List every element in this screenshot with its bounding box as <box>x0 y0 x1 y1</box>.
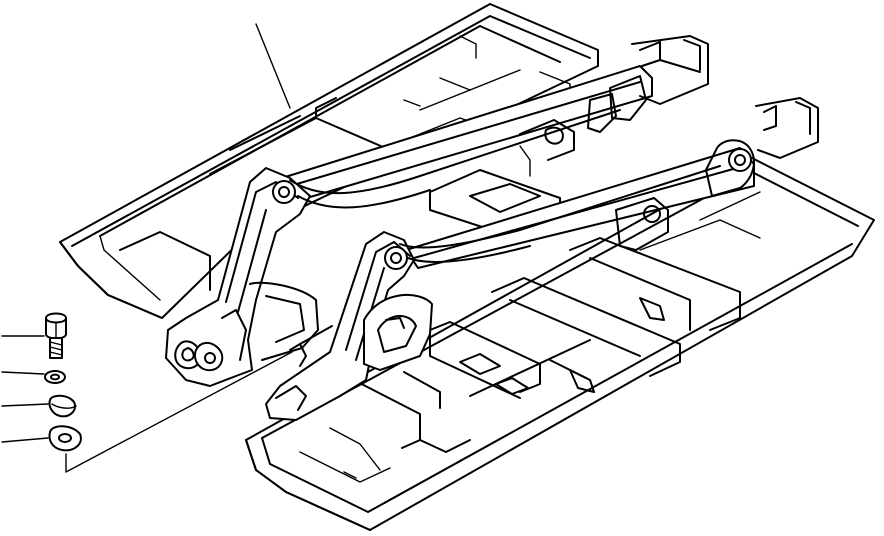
callout-line-plate-washer <box>1 403 49 407</box>
cross-arm <box>289 109 721 263</box>
front-side-deck <box>245 157 875 531</box>
callout-lines <box>1 335 293 473</box>
shim-plate <box>48 425 82 452</box>
assembly-leader <box>65 351 293 473</box>
hardware-stack <box>44 312 82 452</box>
plate-washer <box>48 394 77 418</box>
leader-frame-deck <box>255 23 291 109</box>
front-boom-bracket <box>265 231 433 421</box>
lock-washer <box>44 370 66 384</box>
callout-line-shim-plate <box>1 437 49 443</box>
rear-side-deck <box>59 3 599 319</box>
rear-boom-bracket <box>165 167 319 387</box>
callout-line-lock-washer <box>1 371 45 375</box>
rear-rail <box>281 35 709 201</box>
bolt <box>45 312 67 359</box>
